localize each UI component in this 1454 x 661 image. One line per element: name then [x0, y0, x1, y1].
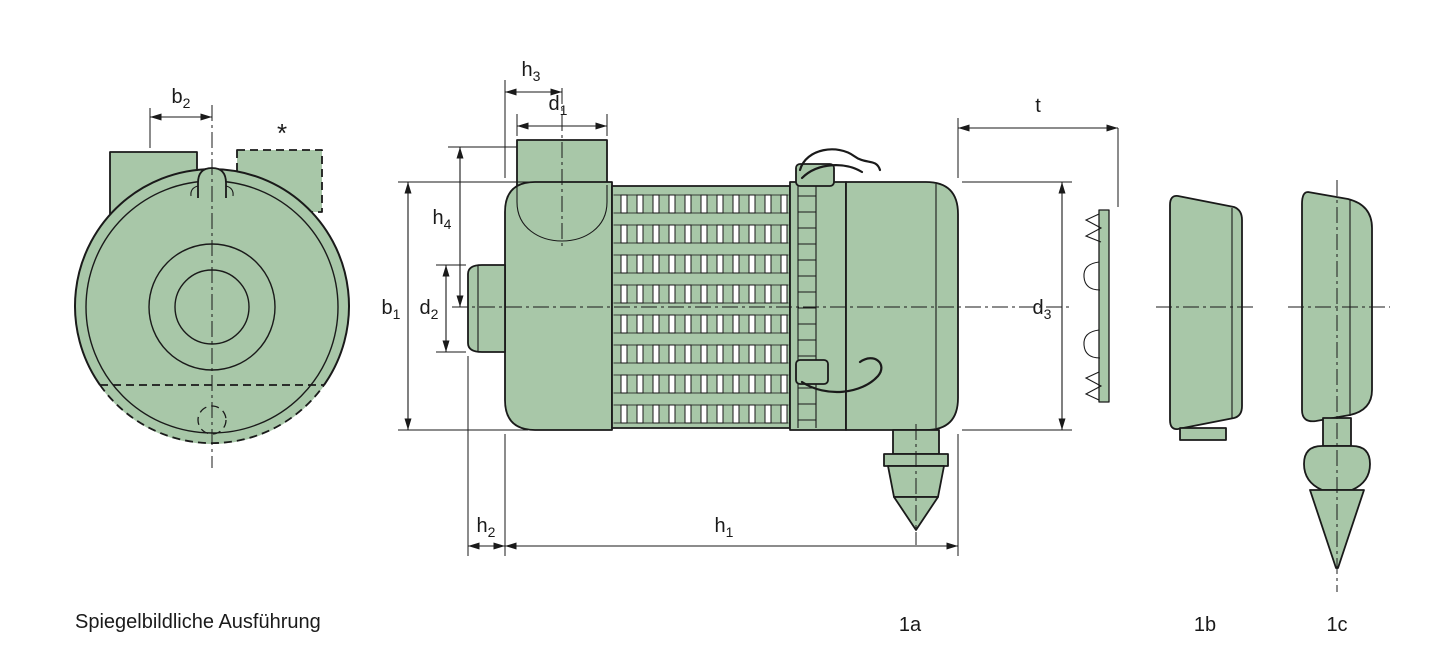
- bracket-claw-lower: [1083, 329, 1101, 359]
- detail-part-1c: [1288, 180, 1390, 592]
- dimension-h4: h4: [433, 146, 517, 307]
- side-view: [452, 88, 1070, 545]
- bracket-claw-upper: [1083, 261, 1101, 291]
- dim-label-b2: b2: [172, 86, 191, 111]
- bracket-teeth-top: [1084, 213, 1103, 243]
- dim-label-d3: d3: [1033, 297, 1052, 322]
- dimension-b1: b1: [382, 181, 533, 431]
- mirror-note: Spiegelbildliche Ausführung: [75, 611, 321, 633]
- dim-label-h2: h2: [477, 515, 496, 540]
- dimensions: h3 d1 t h4 b1 d2: [382, 59, 1119, 556]
- dust-ejector-valve: [883, 424, 949, 545]
- inlet-dome-contour: [516, 185, 608, 242]
- top-wire-clip: [795, 148, 882, 187]
- part-1b-body: [1169, 195, 1243, 430]
- dim-label-d2: d2: [420, 297, 439, 322]
- dimension-h1: h1: [505, 434, 959, 556]
- mirror-asterisk: *: [277, 118, 287, 148]
- dim-label-h4: h4: [433, 207, 452, 232]
- dimension-d3: d3: [962, 181, 1072, 431]
- bracket-teeth-bottom: [1084, 371, 1103, 401]
- dimension-h3: h3: [504, 59, 562, 178]
- mounting-bracket-profile: [1083, 209, 1110, 403]
- dim-label-h3: h3: [522, 59, 541, 84]
- dimension-t: t: [957, 95, 1119, 207]
- label-1b: 1b: [1194, 614, 1216, 636]
- dimension-d1: d1: [516, 93, 608, 136]
- end-cap-housing: [845, 181, 959, 431]
- dim-label-t: t: [1035, 95, 1041, 117]
- label-1a: 1a: [899, 614, 922, 636]
- dim-label-h1: h1: [715, 515, 734, 540]
- outlet-stub: [467, 264, 506, 353]
- dimension-d2: d2: [420, 264, 466, 353]
- dim-label-b1: b1: [382, 297, 401, 322]
- front-view: * b2: [74, 86, 350, 468]
- dimension-b2: b2: [149, 86, 212, 148]
- part-1c-cone: [1309, 489, 1365, 569]
- lower-wire-clip: [795, 357, 883, 394]
- view-labels: 1a 1b 1c Spiegelbildliche Ausführung: [75, 611, 1348, 636]
- detail-part-1b: [1156, 195, 1256, 441]
- top-clamp-ears: [190, 185, 234, 197]
- part-1b-foot: [1179, 427, 1227, 441]
- label-1c: 1c: [1326, 614, 1347, 636]
- dim-label-d1: d1: [549, 93, 568, 118]
- dimension-h2: h2: [467, 356, 506, 556]
